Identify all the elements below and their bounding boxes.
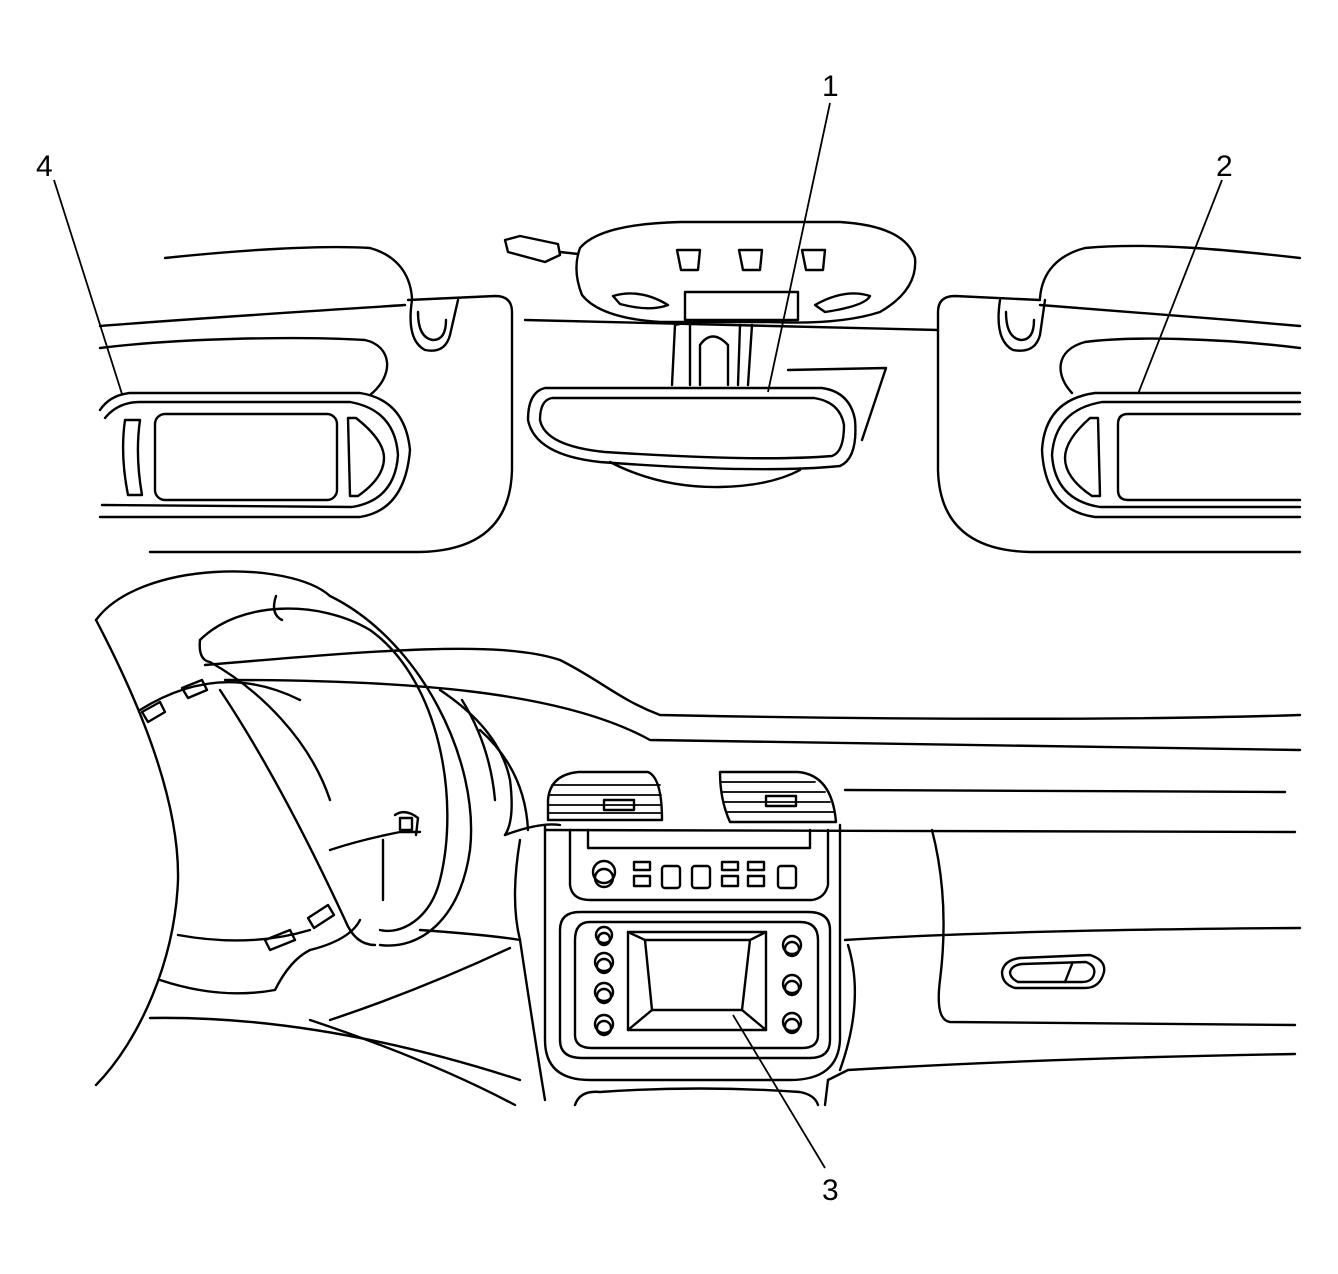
leader-line-1: [767, 102, 831, 393]
glovebox-latch: [1000, 953, 1106, 990]
leader-line-4: [53, 179, 123, 395]
leader-lines: [53, 102, 1223, 1169]
leader-line-3: [732, 1014, 826, 1169]
radio-knobs-left: [593, 925, 615, 1037]
center-air-vent-right: [718, 770, 838, 824]
callout-4: 4: [36, 150, 53, 183]
callout-2: 2: [1216, 150, 1233, 183]
callout-1: 1: [822, 70, 839, 103]
radio-knobs-right: [781, 934, 803, 1035]
rearview-mirror: [526, 320, 888, 489]
dashboard: [148, 647, 1302, 1107]
overhead-console: [503, 220, 917, 324]
leader-line-2: [1137, 179, 1223, 395]
radio-display-panel: [558, 910, 832, 1060]
headliner: [98, 244, 1302, 332]
steering-column: [328, 810, 422, 902]
steering-wheel: [94, 570, 473, 1087]
callout-3: 3: [822, 1174, 839, 1207]
right-vanity-mirror: [1040, 391, 1302, 519]
right-sunvisor: [936, 294, 1302, 554]
left-sunvisor: [98, 294, 514, 554]
center-air-vent-left: [546, 770, 664, 822]
climate-control-panel: [543, 823, 842, 1082]
left-vanity-mirror: [98, 391, 412, 519]
